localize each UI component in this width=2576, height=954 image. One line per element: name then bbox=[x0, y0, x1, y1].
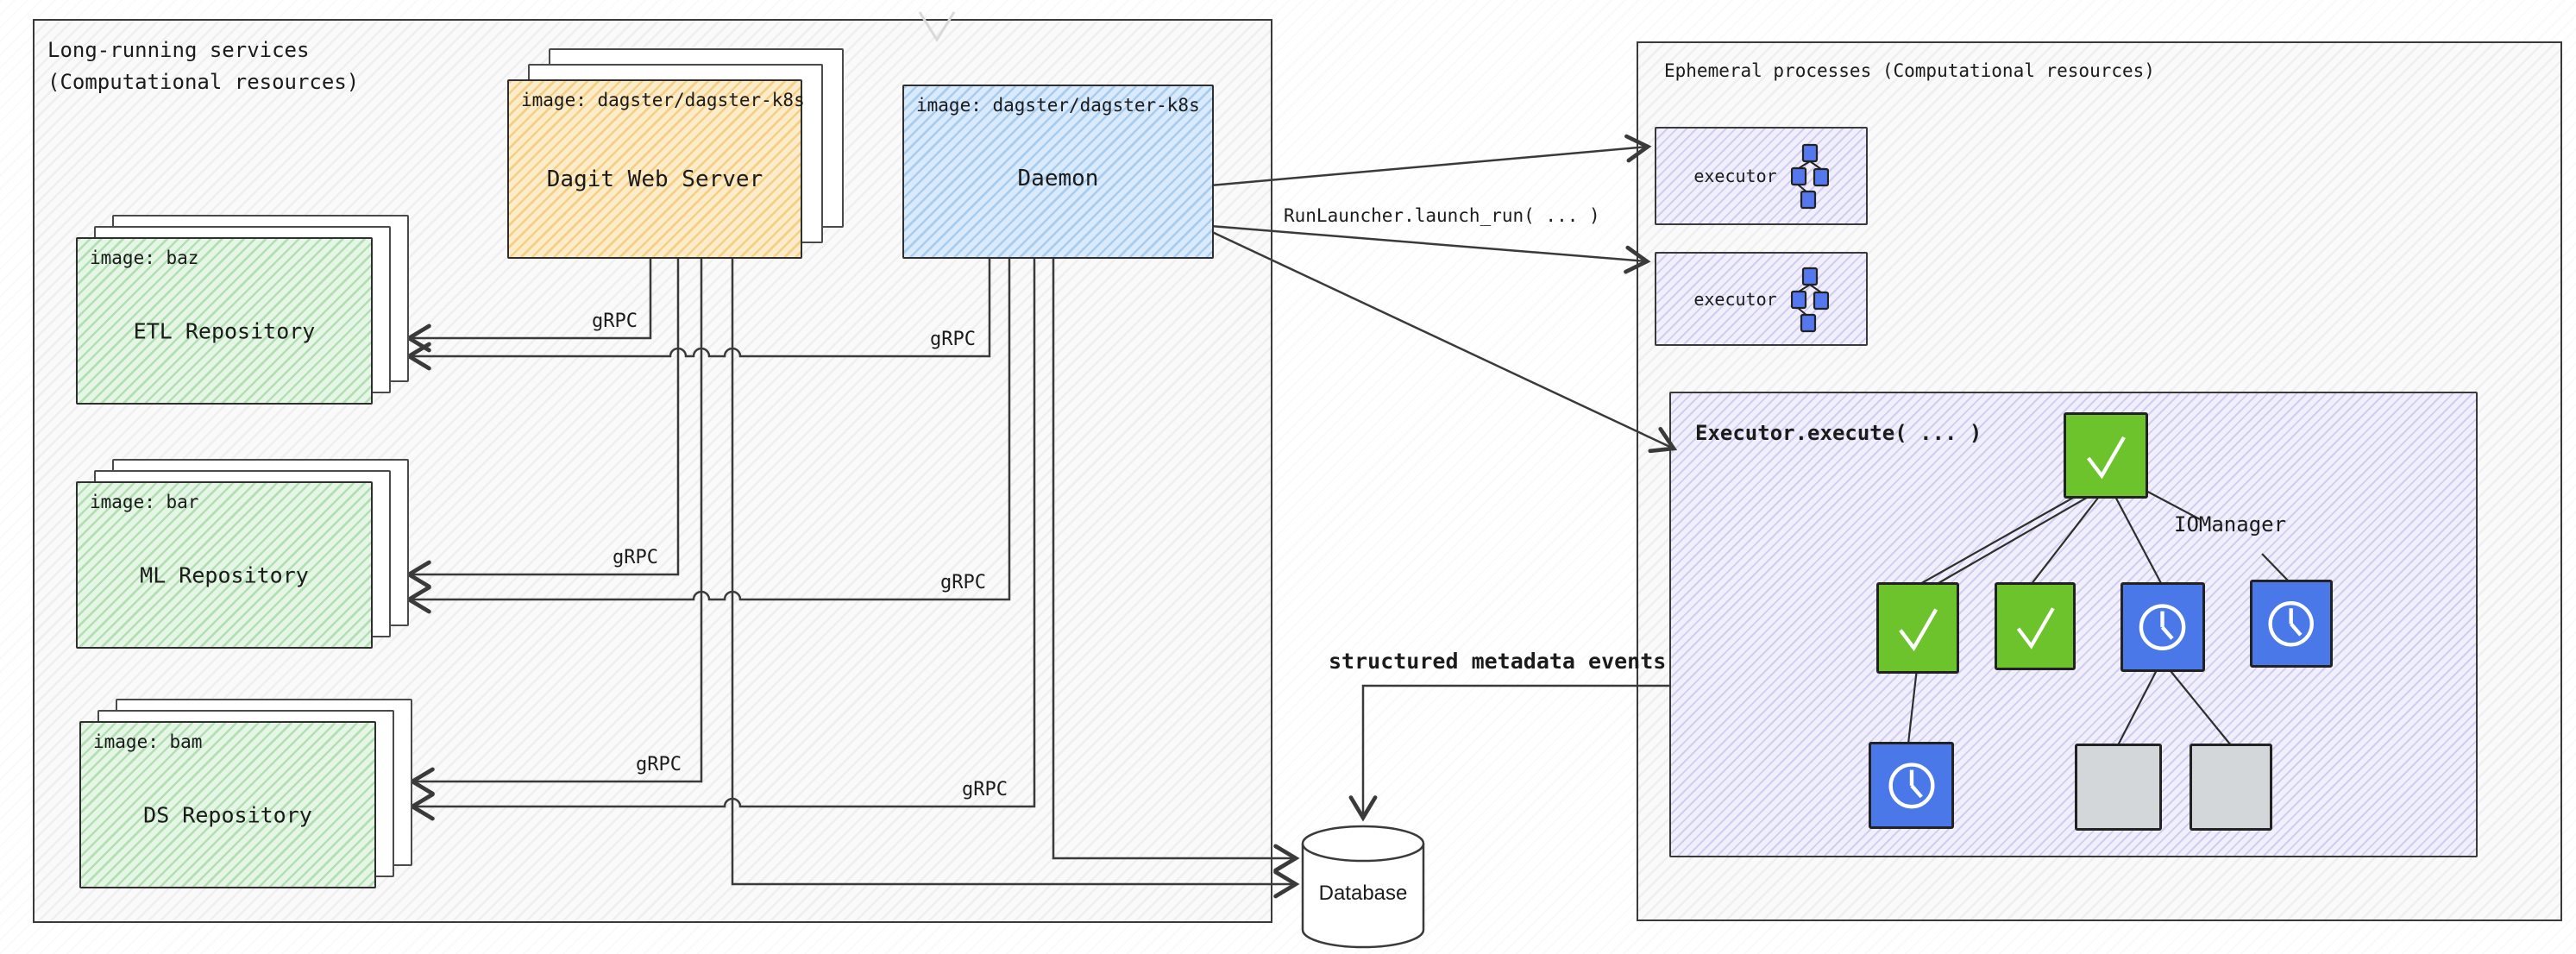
grpc-label: gRPC bbox=[636, 754, 682, 775]
run-launcher-label: RunLauncher.launch_run( ... ) bbox=[1284, 205, 1600, 226]
executor-label: executor bbox=[1693, 288, 1777, 310]
grpc-arrow-dagit-ds bbox=[408, 255, 703, 796]
grpc-label: gRPC bbox=[940, 572, 986, 593]
check-icon bbox=[2087, 436, 2127, 480]
grpc-arrow-daemon-etl bbox=[405, 255, 991, 371]
launch-run-arrow-3 bbox=[1209, 229, 1678, 454]
executor-box-2: executor bbox=[1655, 252, 1868, 346]
tree-edge bbox=[1932, 494, 2092, 587]
left-container-label: Long-running services (Computational res… bbox=[47, 38, 360, 95]
iomanager-label: IOManager bbox=[2174, 512, 2287, 537]
tree-edge bbox=[2113, 493, 2163, 586]
daemon-name: Daemon bbox=[1017, 166, 1099, 191]
executor-box-1: executor bbox=[1655, 127, 1868, 225]
clock-node bbox=[2250, 580, 2333, 668]
grpc-arrow-dagit-ml bbox=[405, 255, 680, 589]
etl-repository-name: ETL Repository bbox=[133, 318, 316, 344]
dagit-image-label: image: dagster/dagster-k8s bbox=[521, 90, 805, 110]
dagit-web-server-box: image: dagster/dagster-k8s Dagit Web Ser… bbox=[507, 79, 805, 259]
check-icon bbox=[2016, 606, 2055, 650]
gray-node bbox=[2190, 744, 2272, 831]
metadata-events-arrow bbox=[1348, 684, 1669, 822]
dagit-name: Dagit Web Server bbox=[546, 166, 763, 192]
etl-image-label: image: baz bbox=[90, 248, 199, 268]
tree-edge-iomanager bbox=[2261, 553, 2290, 583]
ml-repository-box: image: bar ML Repository bbox=[76, 481, 373, 649]
clock-node bbox=[1869, 742, 1954, 829]
right-container-label: Ephemeral processes (Computational resou… bbox=[1664, 60, 2155, 81]
tree-edge bbox=[2030, 493, 2102, 586]
dag-icon bbox=[1790, 143, 1829, 210]
daemon-box: image: dagster/dagster-k8s Daemon bbox=[902, 85, 1214, 259]
tree-edge bbox=[1907, 668, 1919, 744]
grpc-label: gRPC bbox=[930, 329, 976, 350]
tree-edge bbox=[2117, 666, 2159, 746]
check-node bbox=[1995, 582, 2076, 670]
daemon-image-label: image: dagster/dagster-k8s bbox=[916, 95, 1200, 116]
launch-run-arrow-2 bbox=[1209, 224, 1651, 274]
clock-node bbox=[2120, 582, 2205, 672]
tree-edge bbox=[2166, 666, 2232, 746]
tree-edge bbox=[1918, 493, 2082, 586]
daemon-database-arrow bbox=[1052, 255, 1300, 873]
tree-edge-iomanager bbox=[2140, 487, 2201, 520]
grpc-label: gRPC bbox=[592, 311, 638, 332]
dagit-database-arrow bbox=[731, 255, 1300, 899]
ds-repository-box: image: bam DS Repository bbox=[79, 721, 376, 888]
check-icon bbox=[1899, 608, 1938, 652]
stray-scribble bbox=[918, 11, 956, 42]
ml-image-label: image: bar bbox=[90, 492, 199, 512]
executor-label: executor bbox=[1693, 166, 1777, 186]
ds-repository-name: DS Repository bbox=[143, 802, 312, 828]
metadata-events-label: structured metadata events bbox=[1329, 649, 1667, 674]
launch-run-arrow-1 bbox=[1209, 134, 1652, 187]
clock-icon bbox=[2139, 604, 2186, 650]
database-cylinder bbox=[1301, 825, 1425, 949]
ml-repository-name: ML Repository bbox=[140, 562, 309, 588]
database-label: Database bbox=[1318, 882, 1408, 905]
check-node bbox=[2064, 412, 2148, 499]
dag-icon bbox=[1790, 267, 1829, 332]
grpc-arrow-dagit-etl bbox=[405, 255, 652, 353]
ds-image-label: image: bam bbox=[93, 731, 203, 752]
etl-repository-box: image: baz ETL Repository bbox=[76, 237, 373, 405]
grpc-label: gRPC bbox=[613, 547, 658, 568]
gray-node bbox=[2075, 744, 2162, 831]
check-node bbox=[1876, 582, 1959, 674]
grpc-arrow-daemon-ml bbox=[405, 255, 1011, 614]
clock-icon bbox=[2268, 600, 2315, 647]
clock-icon bbox=[1888, 762, 1935, 809]
executor-execute-title: Executor.execute( ... ) bbox=[1695, 421, 1982, 445]
grpc-label: gRPC bbox=[962, 779, 1008, 800]
